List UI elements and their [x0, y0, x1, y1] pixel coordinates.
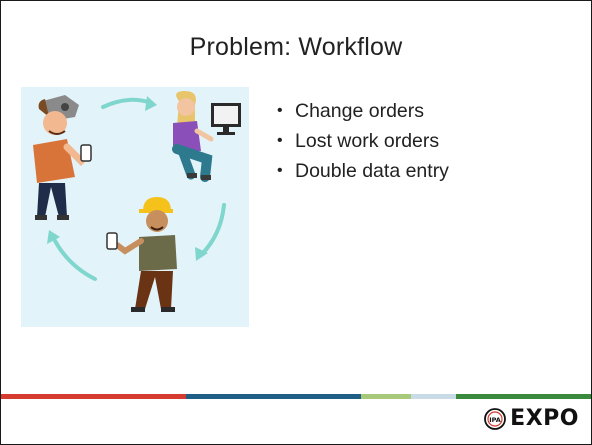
shoe [131, 307, 145, 312]
bullet-item: • Lost work orders [275, 126, 449, 156]
monitor-screen [214, 106, 238, 124]
phone [80, 144, 92, 162]
hair [38, 99, 49, 117]
purple-top [173, 121, 201, 151]
bullet-text: Change orders [295, 100, 424, 122]
vr-lens [61, 103, 69, 111]
shoe [57, 215, 69, 220]
dark-pants [37, 183, 67, 217]
bar-segment-paleblue [411, 394, 456, 399]
bullet-dot: • [277, 162, 283, 179]
bullet-list: • Change orders • Lost work orders • Dou… [275, 96, 449, 186]
arm [194, 128, 214, 142]
phone [106, 232, 118, 250]
ipa-seal-icon: IPA [484, 407, 507, 430]
arrow-heads [47, 96, 208, 261]
person-at-computer-icon [172, 91, 241, 182]
workflow-illustration [21, 87, 249, 327]
arrow-head-left [47, 230, 60, 244]
svg-text:IPA: IPA [489, 416, 501, 424]
construction-worker-icon [106, 197, 177, 312]
teal-pants-leg [178, 148, 196, 180]
smile [48, 130, 66, 135]
hard-hat [143, 197, 171, 211]
bullet-text: Double data entry [295, 160, 449, 182]
workflow-illustration-svg [21, 87, 249, 327]
bullet-dot: • [277, 132, 283, 149]
arrow-head-right [195, 247, 208, 261]
shoe [187, 173, 197, 178]
arrow-left [51, 235, 97, 281]
shoe [35, 215, 47, 220]
face [43, 111, 67, 135]
bar-segment-lightgreen [361, 394, 411, 399]
person-with-vr-headset-icon [33, 95, 92, 220]
bar-segment-green [456, 394, 591, 399]
logo-text: EXPO [510, 406, 579, 431]
olive-shirt [139, 235, 177, 271]
bullet-dot: • [277, 102, 283, 119]
bullet-item: • Change orders [275, 96, 449, 126]
bar-segment-blue [186, 394, 361, 399]
smile [150, 226, 164, 231]
shoe [161, 307, 175, 312]
slide-title: Problem: Workflow [189, 33, 403, 61]
monitor-stand [223, 127, 229, 133]
orange-shirt [33, 139, 75, 183]
monitor-base [217, 132, 235, 135]
footer-color-bar [1, 394, 591, 399]
face [177, 98, 195, 116]
bar-segment-red [1, 394, 186, 399]
brown-pants [135, 271, 173, 309]
arrow-head-top [145, 96, 157, 111]
bullet-item: • Double data entry [275, 156, 449, 186]
shoe [201, 175, 211, 180]
bullet-text: Lost work orders [295, 130, 440, 152]
arm [114, 238, 144, 255]
expo-logo: IPA EXPO [484, 406, 579, 431]
